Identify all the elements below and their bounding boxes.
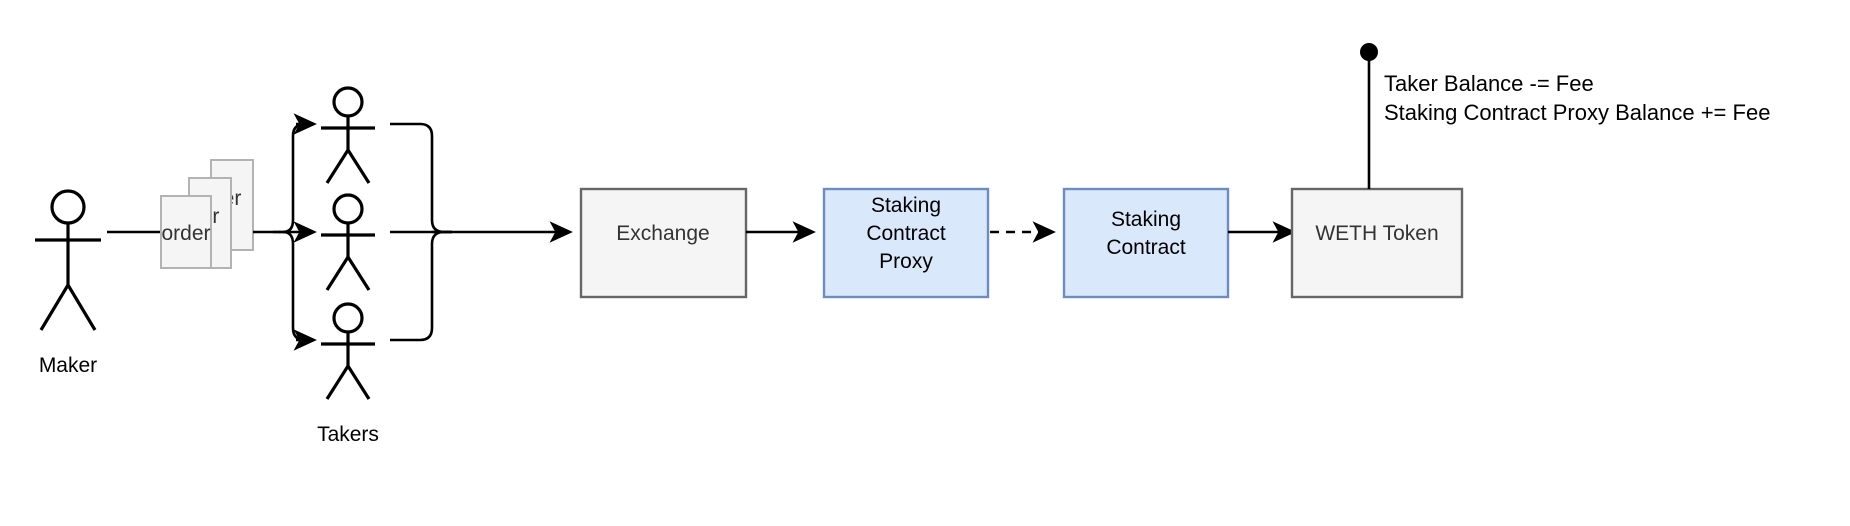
node-staking-contract-proxy-label-line1: Staking [871, 194, 941, 217]
actor-taker-3: Takers [317, 302, 379, 446]
order-card-front-label: order [161, 222, 210, 245]
split-branch-up [273, 122, 306, 234]
actor-label-maker: Maker [39, 354, 97, 377]
maker-left-leg-line [39, 284, 70, 331]
annotation-text-line-1: Taker Balance -= Fee [1384, 71, 1594, 96]
annotation-callout: Taker Balance -= Fee Staking Contract Pr… [1360, 43, 1770, 189]
taker-2-head-icon [332, 193, 364, 225]
node-exchange-rect[interactable] [579, 187, 748, 299]
taker-2-right-leg-line [346, 256, 371, 291]
maker-right-leg-line [66, 284, 97, 331]
node-staking-contract-proxy[interactable]: Staking Contract Proxy [822, 187, 990, 299]
split-branch-down [273, 230, 306, 342]
taker-3-left-leg-line [325, 365, 350, 400]
taker-1-left-leg-line [325, 149, 350, 184]
node-staking-contract-proxy-rect[interactable] [822, 187, 990, 299]
node-exchange-label: Exchange [616, 222, 709, 245]
taker-3-head-icon [332, 302, 364, 334]
merge-branch-up [390, 122, 452, 234]
node-staking-contract-proxy-label-line2: Contract [866, 222, 946, 245]
actor-maker: Maker [35, 189, 101, 377]
node-weth-token-rect[interactable] [1290, 187, 1464, 299]
node-staking-contract-rect[interactable] [1062, 187, 1230, 299]
annotation-text-line-2: Staking Contract Proxy Balance += Fee [1384, 100, 1770, 125]
actor-taker-1 [321, 86, 375, 184]
maker-head-icon [50, 189, 86, 225]
merge-branch-down [390, 230, 452, 342]
taker-3-right-leg-line [346, 365, 371, 400]
edge-split-to-takers [273, 113, 317, 351]
taker-1-right-leg-line [346, 149, 371, 184]
node-staking-contract-proxy-label-line3: Proxy [879, 250, 933, 273]
order-card-stack: er er order [160, 159, 254, 269]
node-staking-contract[interactable]: Staking Contract [1062, 187, 1230, 299]
order-card-front [160, 195, 212, 269]
node-exchange[interactable]: Exchange [579, 187, 748, 299]
taker-1-head-icon [332, 86, 364, 118]
taker-2-left-leg-line [325, 256, 350, 291]
edge-takers-to-exchange [390, 122, 573, 342]
node-staking-contract-label-line1: Staking [1111, 208, 1181, 231]
node-weth-token-label: WETH Token [1315, 222, 1438, 245]
actor-label-takers: Takers [317, 423, 379, 446]
node-weth-token[interactable]: WETH Token [1290, 187, 1464, 299]
actor-taker-2 [321, 193, 375, 291]
annotation-endpoint-dot-icon [1360, 43, 1378, 61]
node-staking-contract-label-line2: Contract [1106, 236, 1186, 259]
